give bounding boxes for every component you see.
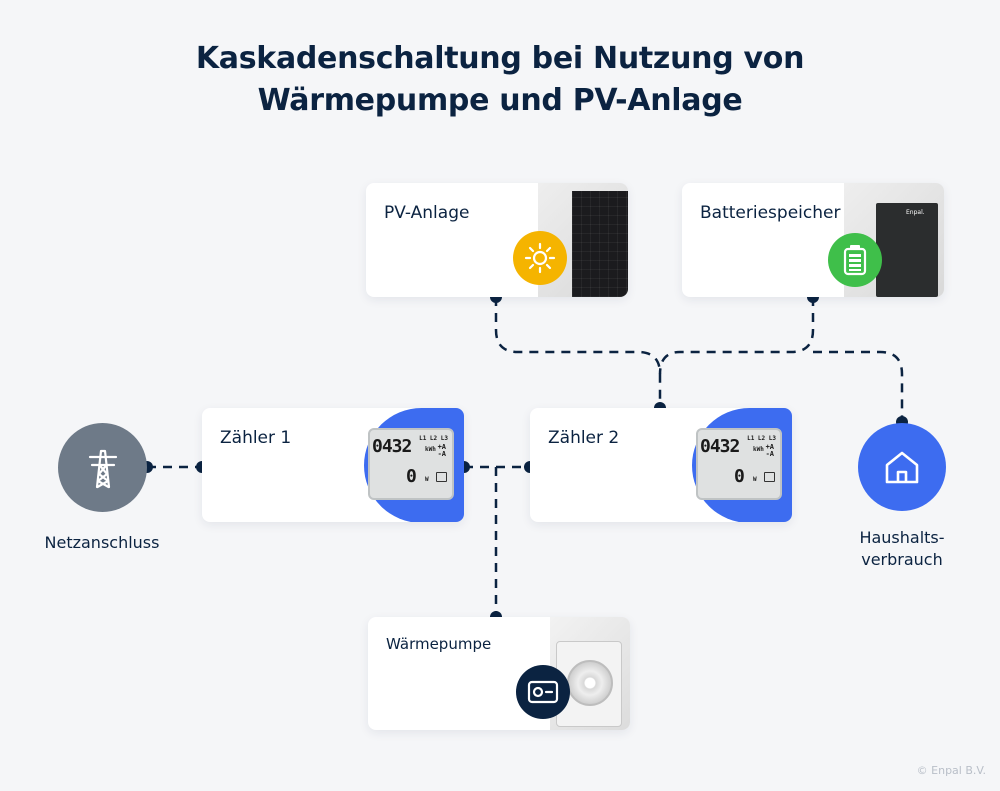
meter1-label: Zähler 1 [220,428,292,448]
line-split-to-household [813,350,904,422]
meter2-reading-unit: kWh [753,446,764,453]
line-battery-to-household [658,297,815,375]
meter1-power-unit: W [425,476,429,483]
title-line-1: Kaskadenschaltung bei Nutzung von [195,41,805,76]
house-icon [885,451,919,484]
meter2-phases: L1 L2 L3 [747,435,776,442]
heatpump-label: Wärmepumpe [386,635,492,653]
meter2-display-area: 0432 kWh L1 L2 L3 +A-A 0 W [692,408,792,522]
pv-label: PV-Anlage [384,203,470,223]
household-label-line-2: verbrauch [861,550,943,569]
power-tower-icon [88,449,117,488]
battery-device-image: Enpal. [876,203,938,297]
meter2-display: 0432 kWh L1 L2 L3 +A-A 0 W [696,428,782,500]
heat-pump-icon [516,665,570,719]
meter1-status-icon [436,472,447,482]
copyright-notice: © Enpal B.V. [916,764,986,777]
battery-label: Batteriespeicher [700,203,841,223]
household-node [858,423,946,511]
heatpump-fan [567,660,613,706]
meter2-label: Zähler 2 [548,428,620,448]
meter1-reading-unit: kWh [425,446,436,453]
household-label-line-1: Haushalts- [859,528,945,547]
battery-device-brand: Enpal. [906,209,925,216]
meter1-reading: 0432 [372,436,412,457]
meter1-phases: L1 L2 L3 [419,435,448,442]
meter1-display: 0432 kWh L1 L2 L3 +A-A 0 W [368,428,454,500]
meter2-status-icon [764,472,775,482]
meter1-display-area: 0432 kWh L1 L2 L3 +A-A 0 W [364,408,464,522]
meter1-arrows-icon: +A-A [437,443,446,458]
line-pv-to-meter2 [494,297,662,408]
battery-icon [828,233,882,287]
battery-card: Enpal. Batteriespeicher [682,183,944,297]
meter2-arrows-icon: +A-A [765,443,774,458]
solar-panel-image [572,191,628,297]
heatpump-card: Wärmepumpe [368,617,630,730]
meter2-reading: 0432 [700,436,740,457]
meter1-card: Zähler 1 0432 kWh L1 L2 L3 +A-A 0 W [202,408,464,522]
pv-card: PV-Anlage [366,183,628,297]
meter2-power-unit: W [753,476,757,483]
sun-icon [513,231,567,285]
meter2-power: 0 [734,466,745,487]
grid-node [58,423,147,512]
diagram-title: Kaskadenschaltung bei Nutzung von Wärmep… [0,38,1000,122]
meter1-power: 0 [406,466,417,487]
meter2-card: Zähler 2 0432 kWh L1 L2 L3 +A-A 0 W [530,408,792,522]
grid-label: Netzanschluss [44,533,160,552]
title-line-2: Wärmepumpe und PV-Anlage [257,83,743,118]
household-label: Haushalts- verbrauch [822,527,982,571]
